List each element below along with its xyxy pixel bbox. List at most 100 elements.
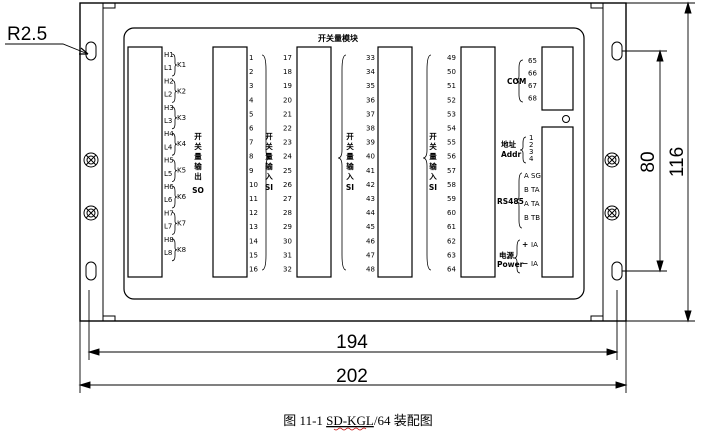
si2-left-pin: 40: [366, 153, 375, 161]
addr-pin: 4: [529, 155, 534, 163]
si1-right-pin: 20: [283, 96, 292, 104]
addr-label-cn: 地址: [501, 139, 516, 149]
so-bracket: [171, 132, 178, 156]
so-bracket: [171, 159, 178, 182]
so-terminal-label: H3: [164, 104, 174, 112]
so-relay-label: K4: [177, 140, 187, 148]
si2-left-pin: 37: [366, 110, 375, 118]
rs485-pin: B: [524, 214, 529, 222]
so-bracket: [171, 106, 178, 130]
dimension-lines: [5, 1, 695, 393]
si1-right-pin: 17: [283, 54, 292, 62]
si1-right-pin: 28: [283, 209, 292, 217]
so-terminal-label: H1: [164, 51, 174, 59]
si2-label-char: 开: [346, 132, 354, 141]
so-relay-label: K5: [177, 167, 186, 175]
si1-right-pin: 19: [283, 82, 292, 90]
si1-left-pin: 5: [249, 110, 253, 118]
si1-right-pin: 24: [283, 153, 292, 161]
si2-right-pin: 63: [447, 251, 456, 259]
so-label-char: 量: [194, 151, 202, 161]
com-pin: 66: [528, 70, 537, 78]
si2-left-pin: 46: [366, 237, 375, 245]
com-label: COM: [507, 77, 526, 86]
slot-top-right: [611, 41, 623, 61]
addr-pin: 2: [529, 141, 533, 149]
so-brackets: [171, 53, 178, 262]
so-bracket: [171, 212, 178, 235]
terminal-block-right: [541, 126, 574, 278]
si1-right-pin: 27: [283, 195, 292, 203]
so-relay-label: K7: [177, 219, 186, 227]
si2-left-pin: 42: [366, 181, 375, 189]
so-terminal-label: H5: [164, 157, 174, 165]
si1-left-pin: 9: [249, 167, 253, 175]
screw-icon: [604, 205, 620, 221]
si2-label-char: 入: [345, 172, 354, 181]
si2-right-pin: 52: [447, 96, 456, 104]
si1-left-pin: 1: [249, 54, 253, 62]
rs485-pin: A: [524, 172, 529, 180]
si2-left-pin: 44: [366, 209, 375, 217]
si2-right-pin: 58: [447, 181, 456, 189]
si1-left-pin: 7: [249, 139, 253, 147]
so-bracket: [171, 53, 178, 77]
rs485-term: TA: [530, 200, 540, 208]
si2-label-char: 量: [429, 151, 437, 161]
si2-label-char: 关: [346, 141, 354, 151]
so-terminal-label: L5: [164, 170, 172, 178]
si1-right-pin: 22: [283, 125, 292, 133]
power-term: IA: [531, 260, 538, 268]
so-terminal-label: L4: [164, 143, 173, 151]
si2-left-pin: 47: [366, 251, 375, 259]
si2-right-pin: 49: [447, 54, 456, 62]
si2-right-pin: 57: [447, 167, 456, 175]
si2-left-pin: 43: [366, 195, 375, 203]
rs485-pin: A: [524, 200, 529, 208]
si2-right-pin: 53: [447, 110, 456, 118]
slot-bottom-right: [611, 261, 623, 281]
si1-left-pin: 15: [249, 251, 258, 259]
si1-right-pin: 23: [283, 139, 292, 147]
si2-right-pin: 54: [447, 125, 456, 133]
si2-left-pin: 45: [366, 223, 375, 231]
so-label-char: 开: [194, 132, 202, 141]
si2-right-pin: 60: [447, 209, 456, 217]
so-terminal-label: L2: [164, 91, 172, 99]
si1-left-pin: 10: [249, 181, 258, 189]
si2-label-char: 关: [429, 141, 437, 151]
terminal-block-com: [541, 46, 574, 111]
so-relay-label: K3: [177, 114, 186, 122]
caption-underline: [333, 427, 367, 431]
si1-left-pin: 14: [249, 237, 258, 245]
dim-radius: R2.5: [7, 24, 47, 45]
so-terminal-label: L7: [164, 223, 172, 231]
figure-caption: 图 11-1 SD-KGL/64 装配图: [283, 413, 432, 428]
com-pin: 65: [528, 57, 537, 65]
si2-code: SI: [346, 183, 354, 192]
power-sign: −: [522, 259, 528, 268]
si1-left-pin: 4: [249, 96, 254, 104]
si2-label-char: 输: [429, 161, 437, 171]
si1-label-char: 入: [264, 172, 273, 181]
addr-pin: 1: [529, 134, 533, 142]
addr-pin: 3: [529, 148, 533, 156]
slot-top-left: [85, 41, 97, 61]
terminal-block-si-2b: [460, 46, 496, 278]
com-pin: 67: [528, 82, 537, 90]
addr-label-en: Addr: [501, 150, 522, 159]
terminal-block-si-1: [212, 46, 248, 278]
so-label-char: 输: [194, 161, 202, 171]
dim-outer-width: 202: [336, 366, 368, 387]
si1-label-char: 量: [265, 151, 273, 161]
so-terminal-label: L1: [164, 64, 172, 72]
